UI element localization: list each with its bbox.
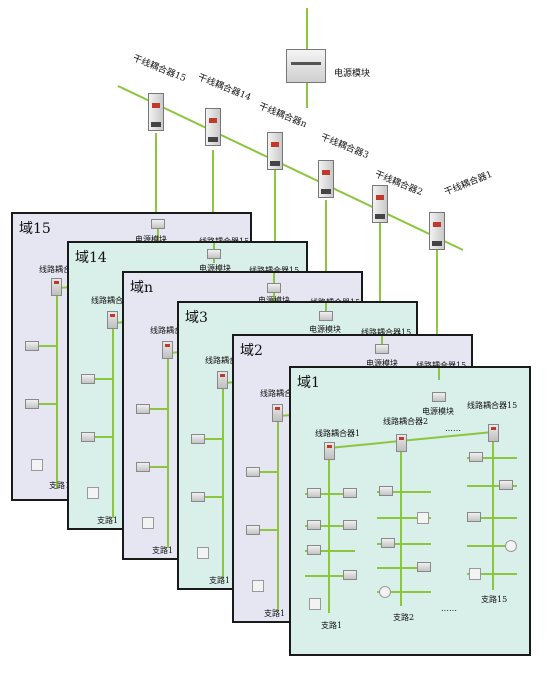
domain-15-actuator-device xyxy=(25,341,39,351)
domain-2-switch-device xyxy=(252,580,264,592)
domain-14-actuator-device xyxy=(81,374,95,384)
main-power-module-device xyxy=(286,49,326,83)
domain-15-power-module-label: 电源模块 xyxy=(135,235,167,244)
domain-1-actuator-device xyxy=(469,452,483,462)
trunk-coupler-3-device xyxy=(318,160,334,198)
domain-1-actuator-device xyxy=(499,480,513,490)
domain-n-power-module-device xyxy=(267,283,281,293)
domain-1-detector-device xyxy=(379,586,391,598)
domain-3-line-coupler-15-label: 线路耦合器15 xyxy=(361,328,412,337)
domain-1-actuator-device xyxy=(343,520,357,530)
domain-1-actuator-device xyxy=(307,545,321,555)
domain-15-line-coupler-1-label: 线路耦合器1 xyxy=(39,265,85,274)
domain-n-title: 域n xyxy=(130,280,154,296)
domain-14-line-coupler-1-device xyxy=(107,311,118,329)
domain-14-actuator-device xyxy=(81,432,95,442)
trunk-coupler-15-device xyxy=(148,93,164,131)
domain-1-actuator-device xyxy=(343,570,357,580)
domain-3-switch-device xyxy=(197,547,209,559)
domain-1-detector-device xyxy=(505,540,517,552)
domain-3-line-coupler-1-label: 线路耦合器1 xyxy=(205,356,251,365)
domain-n-power-module-label: 电源模块 xyxy=(258,295,290,306)
domain-1-power-module-device xyxy=(432,392,446,402)
domain-1-switch-device xyxy=(469,568,481,580)
domain-15-branch-1-label: 支路1 xyxy=(49,481,71,490)
domain-1-line-coupler-1-device xyxy=(324,442,335,460)
domain-n-branch-1-label: 支路1 xyxy=(152,546,174,555)
domain-1-actuator-device xyxy=(307,488,321,498)
domain-15-power-module-device xyxy=(151,219,165,229)
domain-1-branch-1-label: 支路1 xyxy=(321,621,343,630)
domain-3-actuator-device xyxy=(191,492,205,502)
domain-3-line-coupler-1-device xyxy=(217,371,228,389)
trunk-coupler-1-device xyxy=(429,212,445,250)
domain-15-switch-device xyxy=(31,459,43,471)
domain-1-actuator-device xyxy=(307,520,321,530)
domain-1-sensor-device xyxy=(417,512,429,524)
domain-14-switch-device xyxy=(87,487,99,499)
domain-3-power-module-device xyxy=(319,311,333,321)
domain-1-panel: 域1 电源模块 线路耦合器1 线路耦合器2 线路耦合器15 …… 支路1 xyxy=(289,366,531,656)
domain-1-power-module-label: 电源模块 xyxy=(422,407,454,416)
domain-1-line-coupler-15-label: 线路耦合器15 xyxy=(467,401,518,410)
domain-1-line-coupler-15-device xyxy=(488,424,499,442)
domain-1-branch-15-label: 支路15 xyxy=(481,595,508,604)
domain-3-title: 域3 xyxy=(185,310,208,326)
domain-n-line-coupler-1-label: 线路耦合器1 xyxy=(150,326,196,335)
domain-3-power-module-label: 电源模块 xyxy=(309,325,341,334)
domain-2-actuator-device xyxy=(246,467,260,477)
trunk-coupler-2-device xyxy=(372,185,388,223)
domain-1-branch-dots: …… xyxy=(441,604,457,613)
domain-1-title: 域1 xyxy=(297,375,320,391)
domain-n-actuator-device xyxy=(136,462,150,472)
domain-14-power-module-label: 电源模块 xyxy=(199,264,231,273)
domain-3-branch-1-label: 支路1 xyxy=(209,576,231,585)
domain-1-coupler-dots: …… xyxy=(445,424,461,433)
domain-15-line-coupler-1-device xyxy=(51,278,62,296)
domain-2-title: 域2 xyxy=(240,343,263,359)
domain-2-line-coupler-1-label: 线路耦合器1 xyxy=(260,389,306,398)
domain-1-switch-device xyxy=(309,598,321,610)
domain-1-branch-2-label: 支路2 xyxy=(393,613,415,622)
domain-n-line-coupler-1-device xyxy=(162,341,173,359)
trunk-coupler-n-device xyxy=(267,132,283,170)
main-backbone-line xyxy=(117,85,464,251)
domain-2-power-module-label: 电源模块 xyxy=(366,359,398,368)
domain-15-title: 域15 xyxy=(19,221,51,237)
domain-n-actuator-device xyxy=(136,404,150,414)
domain-1-actuator-device xyxy=(467,512,481,522)
domain-n-switch-device xyxy=(142,517,154,529)
domain-2-branch-1-label: 支路1 xyxy=(264,609,286,618)
domain-1-line-coupler-1-label: 线路耦合器1 xyxy=(315,429,361,438)
domain-2-line-coupler-15-label: 线路耦合器15 xyxy=(416,360,466,371)
domain-14-power-module-device xyxy=(207,249,221,259)
domain-15-actuator-device xyxy=(25,399,39,409)
domain-1-actuator-device xyxy=(379,486,393,496)
domain-2-actuator-device xyxy=(246,525,260,535)
domain-1-actuator-device xyxy=(381,538,395,548)
main-power-module-label: 电源模块 xyxy=(334,69,371,79)
domain-14-title: 域14 xyxy=(75,250,107,266)
domain-1-actuator-device xyxy=(417,562,431,572)
domain-14-line-coupler-1-label: 线路耦合器1 xyxy=(91,296,137,305)
trunk-coupler-14-device xyxy=(205,108,221,146)
domain-1-line-coupler-2-label: 线路耦合器2 xyxy=(383,417,429,426)
domain-2-power-module-device xyxy=(375,344,389,354)
domain-3-actuator-device xyxy=(191,434,205,444)
domain-1-actuator-device xyxy=(343,488,357,498)
domain-14-line-coupler-15-label: 线路耦合器15 xyxy=(249,265,299,276)
domain-2-line-coupler-1-device xyxy=(272,404,283,422)
domain-14-branch-1-label: 支路1 xyxy=(97,516,119,525)
domain-1-line-coupler-2-device xyxy=(396,434,407,452)
